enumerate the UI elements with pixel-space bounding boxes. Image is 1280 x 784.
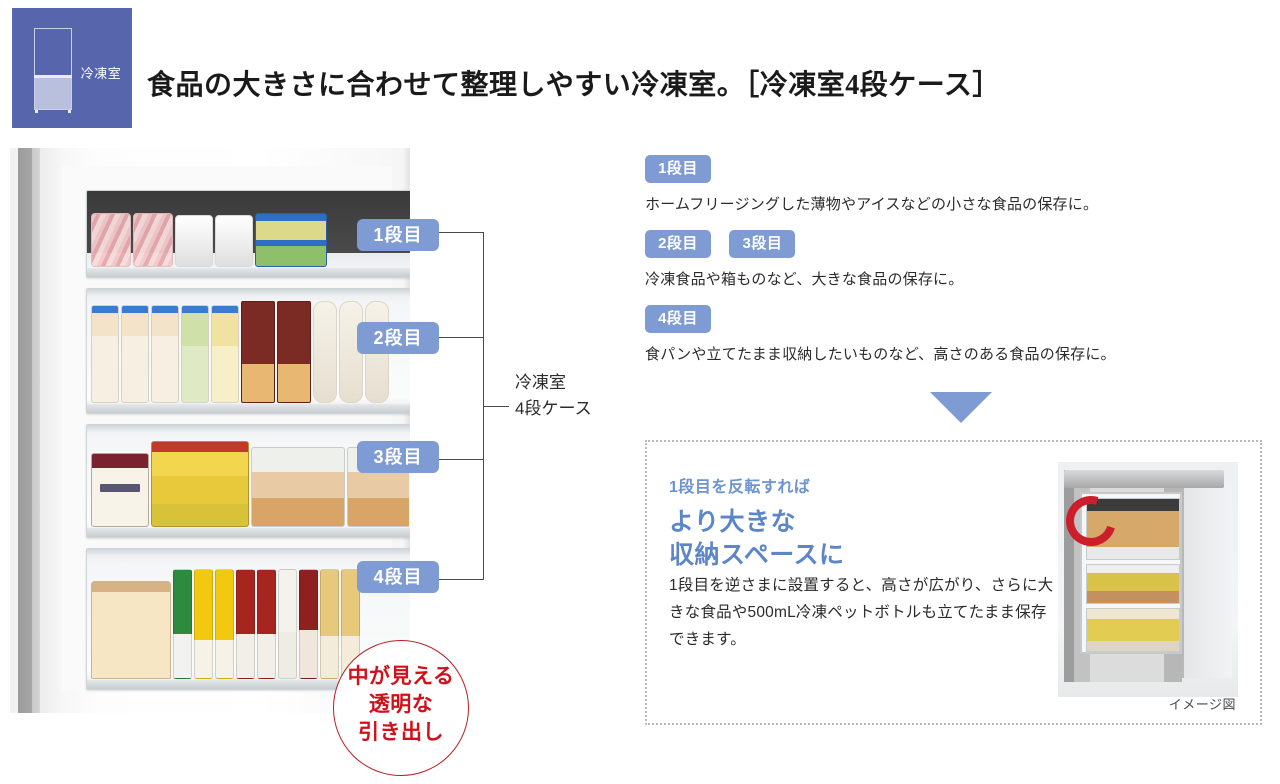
food-item-freezer-bag xyxy=(121,305,149,403)
spec-badge-tier-3: 3段目 xyxy=(729,230,796,258)
flip-panel-photo-caption: イメージ図 xyxy=(1168,697,1236,712)
flip-panel-body-text: 1段目を逆さまに設置すると、高さが広がり、さらに大きな食品や500mL冷凍ペット… xyxy=(669,577,1054,648)
freezer-photo-area xyxy=(10,148,410,713)
spec-badge-tier-2: 2段目 xyxy=(645,230,711,258)
page-title: 食品の大きさに合わせて整理しやすい冷凍室。［冷凍室4段ケース］ xyxy=(147,69,1001,101)
freezer-compartment-pictogram-icon xyxy=(34,28,72,113)
bracket-arm-2 xyxy=(439,337,484,338)
seal-line-2: 透明な xyxy=(368,693,434,716)
drawer-3-rail xyxy=(87,425,410,432)
cabinet-interior xyxy=(62,166,410,691)
spec-badge-row-3: 4段目 xyxy=(645,305,1265,333)
flip-feature-panel: 1段目を反転すれば より大きな 収納スペースに 1段目を逆さまに設置すると、高さ… xyxy=(645,440,1262,725)
spec-badge-row-2: 2段目 3段目 xyxy=(645,230,1265,258)
freezer-interior-photo xyxy=(10,148,410,713)
food-item-bread-loaf xyxy=(91,581,171,679)
food-item-freezer-bag xyxy=(151,305,179,403)
drawer-tier-1 xyxy=(86,190,410,278)
transparent-drawer-seal: 中が見える 透明な 引き出し xyxy=(333,640,469,776)
food-item-clear-container xyxy=(251,447,345,527)
spec-badge-row-1: 1段目 xyxy=(645,155,1265,183)
bracket-label-line-2: 4段ケース xyxy=(515,399,592,418)
spec-badge-tier-4: 4段目 xyxy=(645,305,711,333)
drawer-1-contents xyxy=(91,199,409,267)
bracket-stub xyxy=(483,406,509,407)
spec-description-2: 冷凍食品や箱ものなど、大きな食品の保存に。 xyxy=(645,271,964,288)
food-item-stick-pack xyxy=(278,569,297,679)
seal-line-1: 中が見える xyxy=(347,665,455,688)
drawer-4-rail xyxy=(87,549,410,556)
fridge-freezer-highlight xyxy=(35,78,71,109)
page-header: 冷凍室 食品の大きさに合わせて整理しやすい冷凍室。［冷凍室4段ケース］ xyxy=(0,0,1280,140)
tier-badge-3: 3段目 xyxy=(357,441,439,473)
flip-panel-headline-line-1: より大きな xyxy=(669,508,797,536)
drawer-tier-3 xyxy=(86,424,410,538)
food-item-meat xyxy=(133,213,173,267)
mini-drawer-3 xyxy=(1086,608,1180,652)
fridge-leg-left xyxy=(35,110,38,113)
mini-drawer-2 xyxy=(1086,564,1180,604)
bracket-arm-4 xyxy=(439,579,484,580)
section-badge-label: 冷凍室 xyxy=(80,66,122,81)
drawer-1-front xyxy=(87,268,410,277)
mini-fridge-door xyxy=(1182,488,1232,678)
bracket-arm-1 xyxy=(439,232,484,233)
food-item-freezer-bag xyxy=(91,305,119,403)
tier-badge-2: 2段目 xyxy=(357,322,439,354)
fridge-outline xyxy=(34,28,72,110)
tier-badge-1: 1段目 xyxy=(357,219,439,251)
food-item-mixed-vegetables-bag xyxy=(151,441,249,527)
food-item-stick-pack xyxy=(299,569,318,679)
cabinet-body xyxy=(40,148,410,713)
freezer-section-badge: 冷凍室 xyxy=(12,8,132,128)
food-item-boxed-food xyxy=(241,301,275,403)
food-item-stick-pack xyxy=(194,569,213,679)
mini-freezer-cavity xyxy=(1080,492,1182,654)
seal-line-3: 引き出し xyxy=(358,721,444,744)
food-item-stick-pack xyxy=(173,569,192,679)
fridge-divider xyxy=(34,75,72,78)
food-item-stick-pack xyxy=(215,569,234,679)
flip-panel-eyebrow: 1段目を反転すれば xyxy=(669,479,811,496)
food-item-stick-pack xyxy=(257,569,276,679)
flip-panel-photo xyxy=(1058,462,1238,697)
down-triangle-icon xyxy=(930,392,992,423)
fridge-leg-right xyxy=(68,110,71,113)
food-item-freezer-bag xyxy=(211,305,239,403)
food-item-meat xyxy=(91,213,131,267)
drawer-3-front xyxy=(87,528,410,537)
bracket-arm-3 xyxy=(439,459,484,460)
spec-description-3: 食パンや立てたまま収納したいものなど、高さのある食品の保存に。 xyxy=(645,346,1116,363)
food-item-ice-cream-tub xyxy=(91,453,149,527)
food-item-freezer-bag xyxy=(181,305,209,403)
spec-badge-tier-1: 1段目 xyxy=(645,155,711,183)
bracket-label-line-1: 冷凍室 xyxy=(515,373,566,392)
food-item-noodle-roll xyxy=(313,301,337,403)
drawer-2-front xyxy=(87,404,410,413)
food-item-boxed-food xyxy=(277,301,311,403)
drawer-4-contents xyxy=(91,557,409,679)
food-item-stick-pack xyxy=(320,569,339,679)
spec-list: 1段目 ホームフリージングした薄物やアイスなどの小さな食品の保存に。 2段目 3… xyxy=(645,155,1265,423)
drawer-2-rail xyxy=(87,289,410,296)
drawer-4-front xyxy=(87,680,410,689)
food-item-white-pack xyxy=(215,215,253,267)
food-item-stick-pack xyxy=(236,569,255,679)
food-item-vegetable-container xyxy=(255,213,327,267)
spec-description-1: ホームフリージングした薄物やアイスなどの小さな食品の保存に。 xyxy=(645,196,1099,213)
tier-badge-4: 4段目 xyxy=(357,561,439,593)
flip-panel-headline-line-2: 収納スペースに xyxy=(669,541,845,569)
tier-grouping-bracket xyxy=(439,232,509,580)
bracket-label: 冷凍室 4段ケース xyxy=(515,370,592,422)
mini-drawer-1 xyxy=(1086,498,1180,560)
food-item-white-pack xyxy=(175,215,213,267)
mini-fridge-top xyxy=(1064,470,1224,488)
